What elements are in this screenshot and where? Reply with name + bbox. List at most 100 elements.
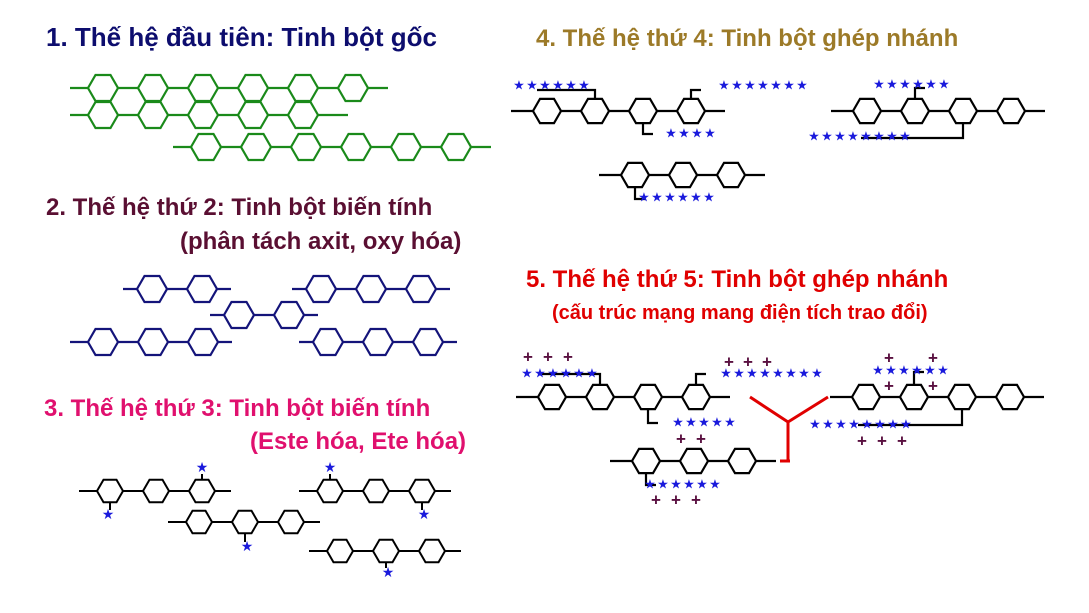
substituent-star: ★ [718,79,730,94]
substituent-star: ★ [811,367,823,382]
substituent-star: ★ [783,79,795,94]
substituent-star: ★ [565,79,577,94]
substituent-star: ★ [911,364,923,379]
graft-link [694,372,706,384]
glucose-ring [680,383,712,411]
glucose-ring [95,478,125,504]
substituent-star: ★ [690,191,702,206]
glucose-ring [726,447,758,475]
substituent-star: ★ [547,367,559,382]
substituent-star: ★ [573,367,585,382]
glucose-ring [86,73,120,103]
glucose-ring [715,161,747,189]
substituent-star: ★ [102,507,115,523]
substituent-star: ★ [703,191,715,206]
gen2-modified-starch-chains [70,274,457,357]
glucose-ring [236,100,270,130]
glucose-ring [627,97,659,125]
glucose-ring [136,100,170,130]
substituent-star: ★ [241,539,254,555]
substituent-star: ★ [872,364,884,379]
glucose-ring [947,97,979,125]
substituent-star: ★ [724,416,736,431]
glucose-ring [189,132,223,162]
substituent-star: ★ [711,416,723,431]
glucose-ring [286,100,320,130]
substituent-star: ★ [683,478,695,493]
glucose-ring [439,132,473,162]
substituent-star: ★ [886,130,898,145]
charge-plus: + [897,432,907,451]
substituent-star: ★ [873,78,885,93]
substituent-star: ★ [885,364,897,379]
glucose-ring [361,478,391,504]
glucose-ring [239,132,273,162]
charge-plus: + [691,491,701,510]
substituent-star: ★ [513,79,525,94]
substituent-star: ★ [691,127,703,142]
substituent-star: ★ [937,364,949,379]
glucose-ring [136,327,170,357]
glucose-ring [136,73,170,103]
substituent-star: ★ [657,478,669,493]
graft-link [646,410,658,425]
glucose-ring [186,73,220,103]
substituent-star: ★ [886,78,898,93]
charge-plus: + [543,348,553,367]
substituent-star: ★ [704,127,716,142]
glucose-ring [632,383,664,411]
substituent-star: ★ [733,367,745,382]
glucose-ring [411,327,445,357]
glucose-ring [236,73,270,103]
glucose-ring [222,300,256,330]
substituent-star: ★ [560,367,572,382]
gen3-subtitle: (Este hóa, Ete hóa) [250,428,467,455]
substituent-star: ★ [759,367,771,382]
substituent-star: ★ [834,130,846,145]
glucose-ring [86,100,120,130]
substituent-star: ★ [874,418,886,433]
substituent-star: ★ [665,127,677,142]
substituent-star: ★ [670,478,682,493]
substituent-star: ★ [746,367,758,382]
substituent-star: ★ [677,191,689,206]
graft-link [633,188,645,201]
glucose-ring [339,132,373,162]
glucose-ring [630,447,662,475]
glucose-ring [536,383,568,411]
gen5-title: 5. Thế hệ thứ 5: Tinh bột ghép nhánh [526,266,949,293]
substituent-star: ★ [578,79,590,94]
glucose-ring [946,383,978,411]
charge-plus: + [696,430,706,449]
glucose-ring [417,538,447,564]
substituent-star: ★ [821,130,833,145]
substituent-star: ★ [539,79,551,94]
substituent-star: ★ [900,418,912,433]
glucose-ring [230,509,260,535]
graft-link [912,370,924,384]
substituent-star: ★ [696,478,708,493]
substituent-star: ★ [534,367,546,382]
substituent-star: ★ [709,478,721,493]
gen1-native-starch-chains [70,73,491,162]
glucose-ring [276,509,306,535]
glucose-ring [389,132,423,162]
glucose-ring [579,97,611,125]
substituent-star: ★ [860,130,872,145]
charge-plus: + [743,353,753,372]
substituent-star: ★ [685,416,697,431]
substituent-star: ★ [698,416,710,431]
glucose-ring [187,478,217,504]
glucose-ring [361,327,395,357]
substituent-star: ★ [861,418,873,433]
glucose-ring [851,97,883,125]
glucose-ring [86,327,120,357]
charge-plus: + [563,348,573,367]
glucose-ring [325,538,355,564]
substituent-star: ★ [835,418,847,433]
substituent-star: ★ [887,418,899,433]
glucose-ring [354,274,388,304]
charge-plus: + [762,353,772,372]
glucose-ring [995,97,1027,125]
graft-link [689,88,701,98]
